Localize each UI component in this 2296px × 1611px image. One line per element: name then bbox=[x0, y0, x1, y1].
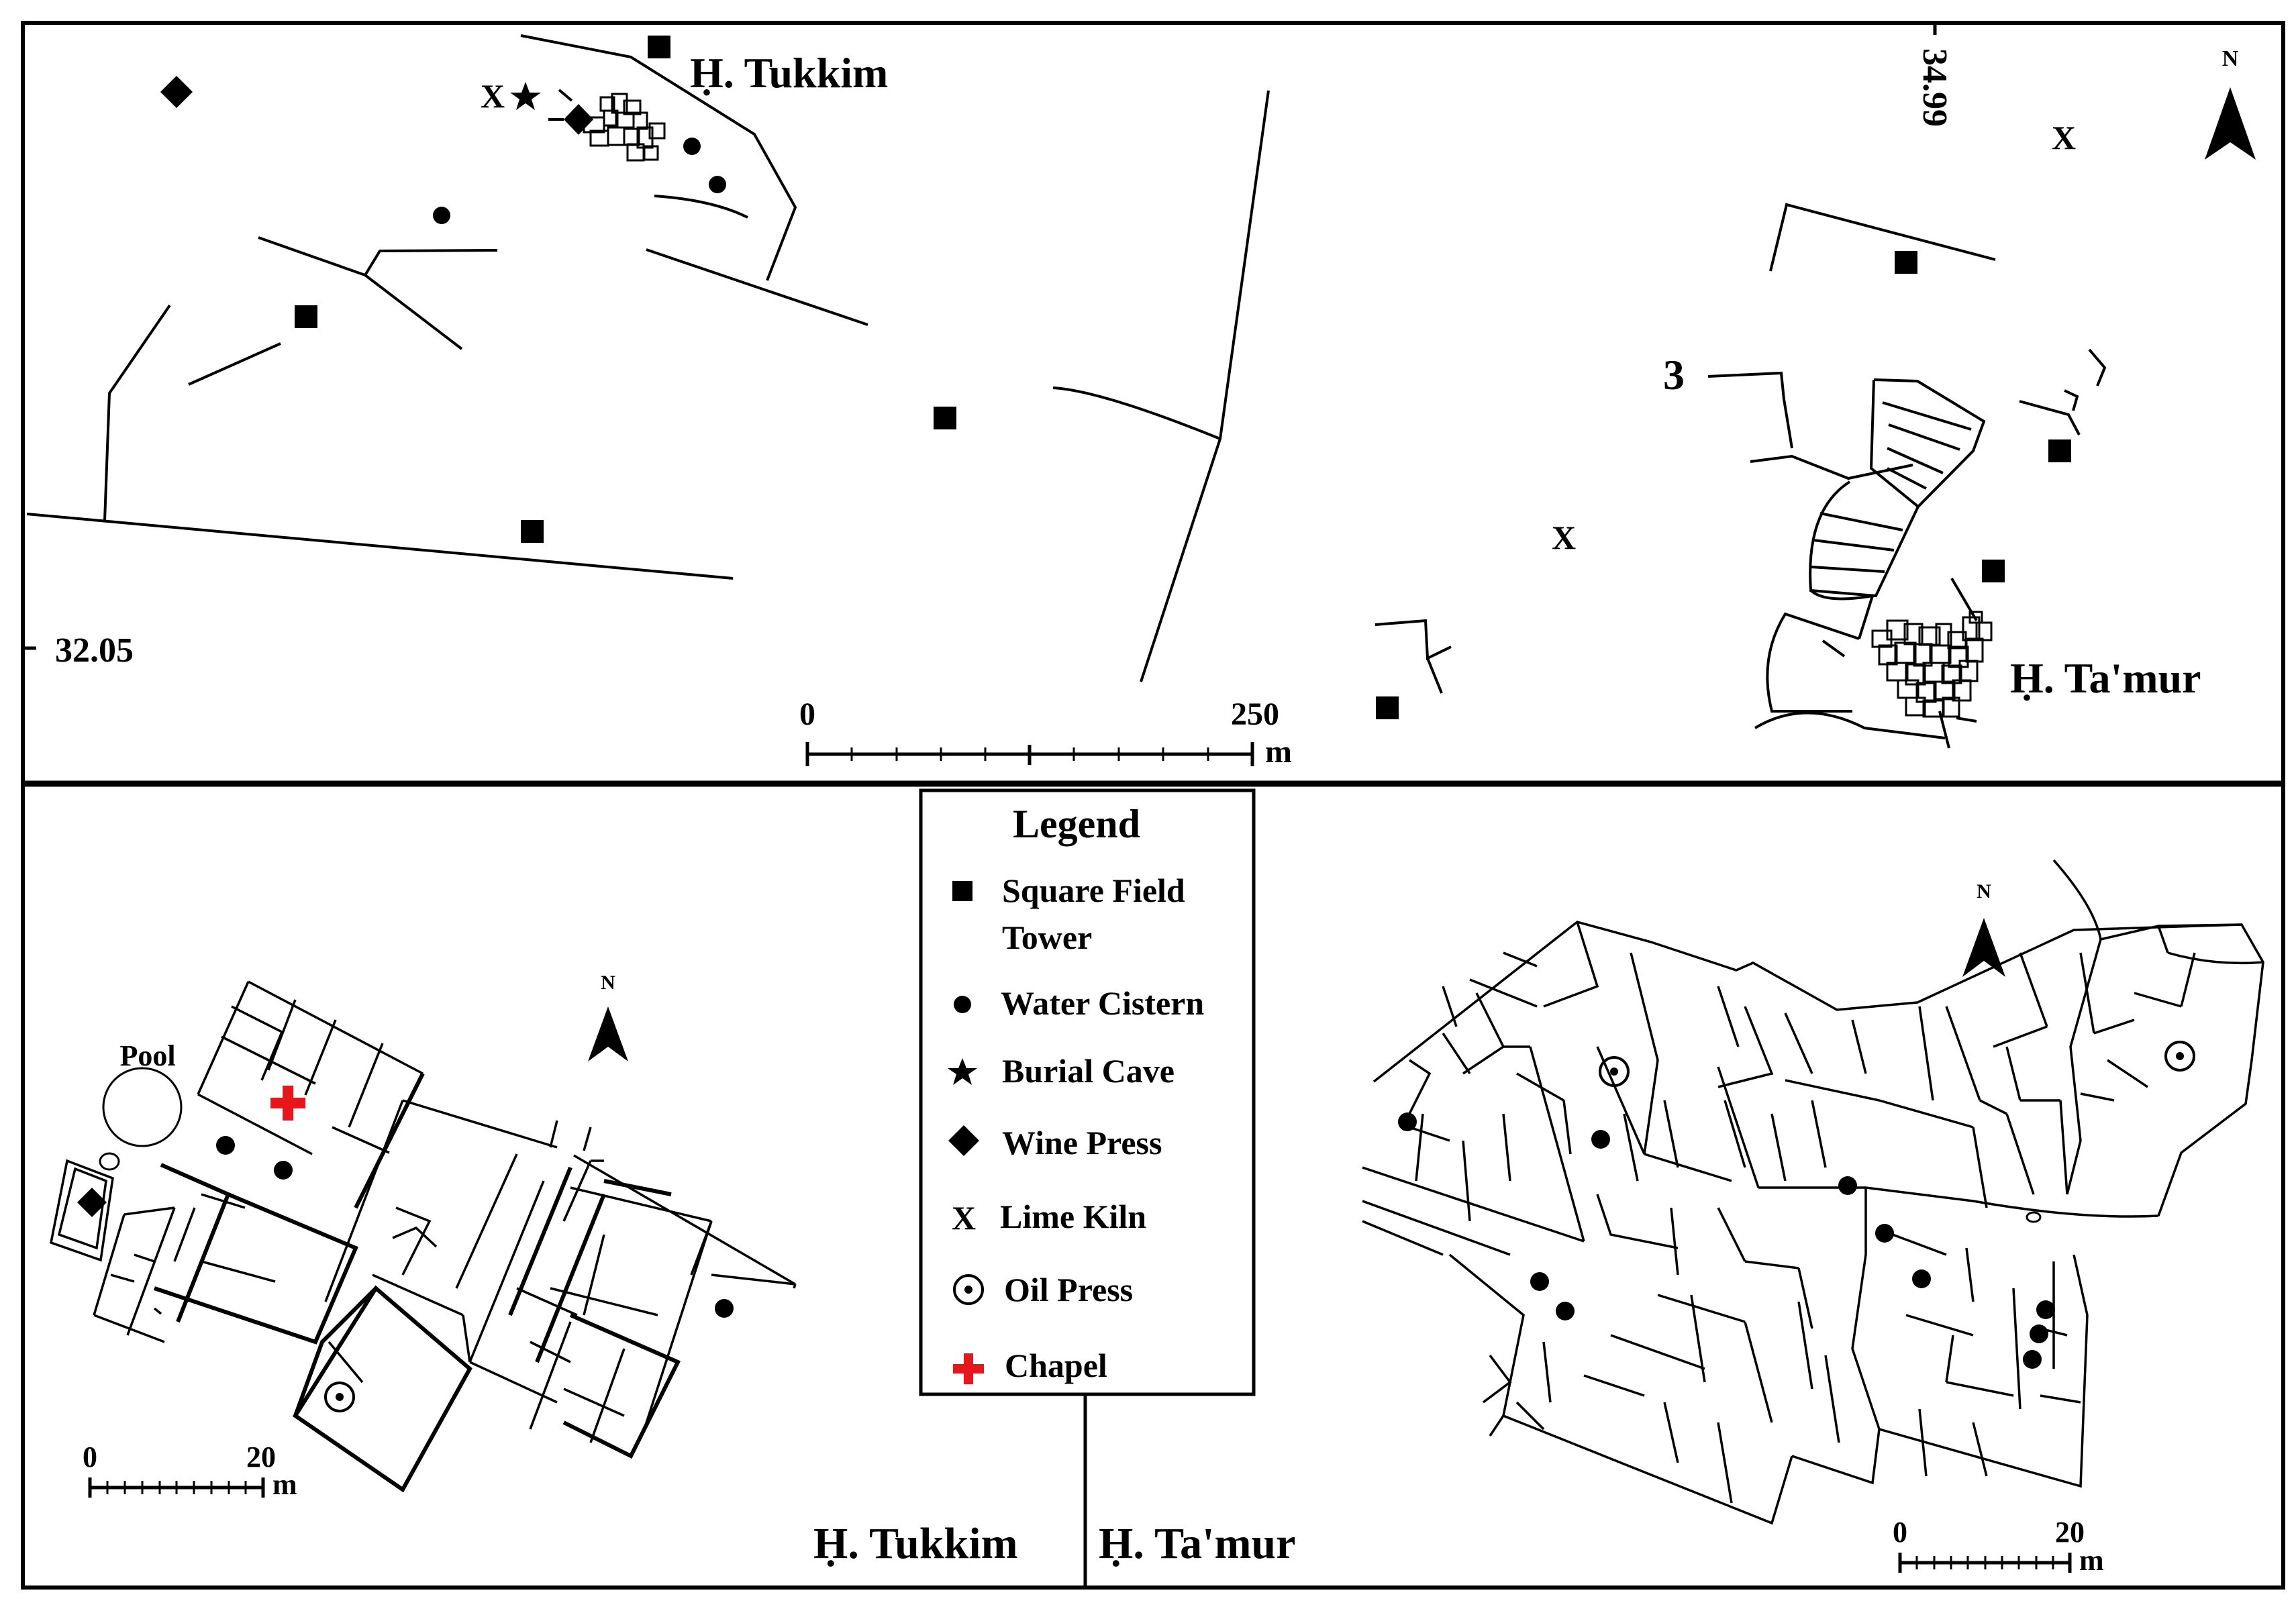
water-cistern-icon bbox=[274, 1161, 293, 1180]
tamur-site-label: Ḥ. Ta'mur bbox=[2010, 654, 2201, 702]
oil-press-icon bbox=[324, 1382, 355, 1412]
coordinate-grid-ticks: 34.99 32.05 bbox=[23, 23, 1954, 670]
square-field-tower-icon bbox=[521, 520, 544, 543]
legend-item-label: Lime Kiln bbox=[1000, 1198, 1146, 1235]
burial-cave-icon bbox=[510, 82, 541, 110]
tukkim-building-walls bbox=[93, 980, 797, 1443]
legend-item-label: Chapel bbox=[1005, 1347, 1107, 1384]
tamur-plan: N 0 20 m Ḥ. Ta'mur bbox=[1099, 859, 2264, 1577]
pool-label: Pool bbox=[119, 1039, 175, 1072]
square-field-tower-icon bbox=[934, 407, 956, 429]
scale-start-label: 0 bbox=[799, 696, 815, 732]
tukkim-settlement-outline bbox=[583, 93, 666, 162]
water-cistern-icon bbox=[2030, 1324, 2048, 1343]
scale-unit-label: m bbox=[1265, 734, 1292, 770]
wine-press-icon bbox=[564, 104, 593, 135]
square-field-tower-icon bbox=[2048, 439, 2071, 462]
square-field-tower-icon bbox=[1982, 560, 2005, 582]
tukkim-scale-bar: 0 20 m bbox=[83, 1441, 297, 1501]
water-cistern-icon bbox=[1838, 1176, 1857, 1195]
water-cistern-icon bbox=[1398, 1112, 1417, 1131]
legend-item-label: Tower bbox=[1002, 919, 1092, 956]
water-cistern-icon bbox=[683, 138, 701, 155]
legend-item-label: Burial Cave bbox=[1002, 1052, 1175, 1090]
north-arrow-icon: N bbox=[588, 972, 628, 1061]
lime-kiln-icon: X bbox=[1552, 519, 1576, 556]
oil-press-icon bbox=[1599, 1056, 1630, 1087]
oil-press-icon bbox=[953, 1274, 984, 1305]
north-arrow-icon: N bbox=[2205, 46, 2256, 160]
scale-start-label: 0 bbox=[1893, 1516, 1907, 1549]
legend-item-label: Square Field bbox=[1002, 872, 1185, 909]
scale-unit-label: m bbox=[2079, 1544, 2104, 1577]
tukkim-plan-title: Ḥ. Tukkim bbox=[813, 1519, 1018, 1568]
square-field-tower-icon bbox=[1895, 251, 1917, 274]
north-label: N bbox=[1977, 880, 1991, 902]
square-field-tower-icon bbox=[952, 881, 972, 901]
chapel-icon bbox=[270, 1086, 305, 1121]
tukkim-thick-walls bbox=[154, 1072, 681, 1493]
square-field-tower-icon bbox=[1376, 696, 1399, 719]
lime-kiln-icon: X bbox=[952, 1199, 976, 1237]
water-cistern-icon bbox=[1591, 1130, 1610, 1149]
water-cistern-icon bbox=[1875, 1224, 1894, 1243]
water-cistern-icon bbox=[1530, 1272, 1549, 1291]
scale-unit-label: m bbox=[272, 1468, 297, 1501]
road-number-label: 3 bbox=[1663, 351, 1685, 399]
overview-scale-bar: 0 250 m bbox=[799, 696, 1292, 770]
water-cistern-icon bbox=[954, 996, 971, 1013]
lime-kiln-icon: X bbox=[481, 77, 505, 115]
lime-kiln-icon: X bbox=[2052, 119, 2076, 156]
chapel-icon bbox=[953, 1353, 984, 1384]
water-cistern-icon bbox=[2023, 1350, 2042, 1369]
scale-end-label: 250 bbox=[1231, 696, 1279, 732]
legend-item-label: Wine Press bbox=[1002, 1124, 1162, 1161]
legend-item-label: Oil Press bbox=[1004, 1271, 1133, 1308]
legend: Legend Square Field Tower Water Cistern … bbox=[919, 788, 1256, 1588]
north-label: N bbox=[2222, 46, 2239, 71]
square-field-tower-icon bbox=[648, 36, 670, 58]
coordinate-x-label: 34.99 bbox=[1915, 48, 1954, 127]
north-label: N bbox=[601, 972, 615, 994]
tukkim-site-label: Ḥ. Tukkim bbox=[690, 49, 888, 97]
tamur-settlement-outline bbox=[1871, 611, 1993, 718]
north-arrow-icon: N bbox=[1962, 880, 2005, 977]
water-cistern-icon bbox=[433, 207, 450, 224]
pool bbox=[102, 1067, 183, 1147]
overview-symbols: X X X bbox=[160, 36, 2076, 719]
water-cistern-icon bbox=[216, 1136, 235, 1155]
coordinate-y-label: 32.05 bbox=[55, 631, 134, 670]
scale-start-label: 0 bbox=[83, 1441, 97, 1473]
burial-cave-icon bbox=[948, 1058, 977, 1085]
tukkim-plan: Pool bbox=[49, 972, 1018, 1568]
water-cistern-icon bbox=[1556, 1302, 1575, 1320]
overview-map: X X X Ḥ. Tukkim Ḥ. Ta'mur 3 34.99 32.05 … bbox=[23, 23, 2256, 770]
water-cistern-icon bbox=[1912, 1269, 1931, 1288]
overview-terrain-lines bbox=[26, 34, 2107, 749]
tamur-plan-title: Ḥ. Ta'mur bbox=[1099, 1519, 1295, 1568]
tamur-scale-bar: 0 20 m bbox=[1893, 1516, 2104, 1577]
oil-press-icon bbox=[2164, 1041, 2195, 1072]
water-cistern-icon bbox=[709, 176, 726, 193]
scale-end-label: 20 bbox=[246, 1441, 276, 1473]
tamur-building-walls bbox=[1362, 859, 2264, 1525]
square-field-tower-icon bbox=[295, 305, 317, 328]
water-cistern-icon bbox=[715, 1299, 734, 1318]
legend-title: Legend bbox=[1013, 802, 1140, 846]
wine-press-icon bbox=[160, 76, 193, 108]
wine-press-icon bbox=[77, 1188, 107, 1217]
legend-item-label: Water Cistern bbox=[1001, 984, 1204, 1022]
scale-end-label: 20 bbox=[2055, 1516, 2085, 1549]
wine-press-icon bbox=[948, 1125, 979, 1156]
water-cistern-icon bbox=[2036, 1300, 2055, 1319]
